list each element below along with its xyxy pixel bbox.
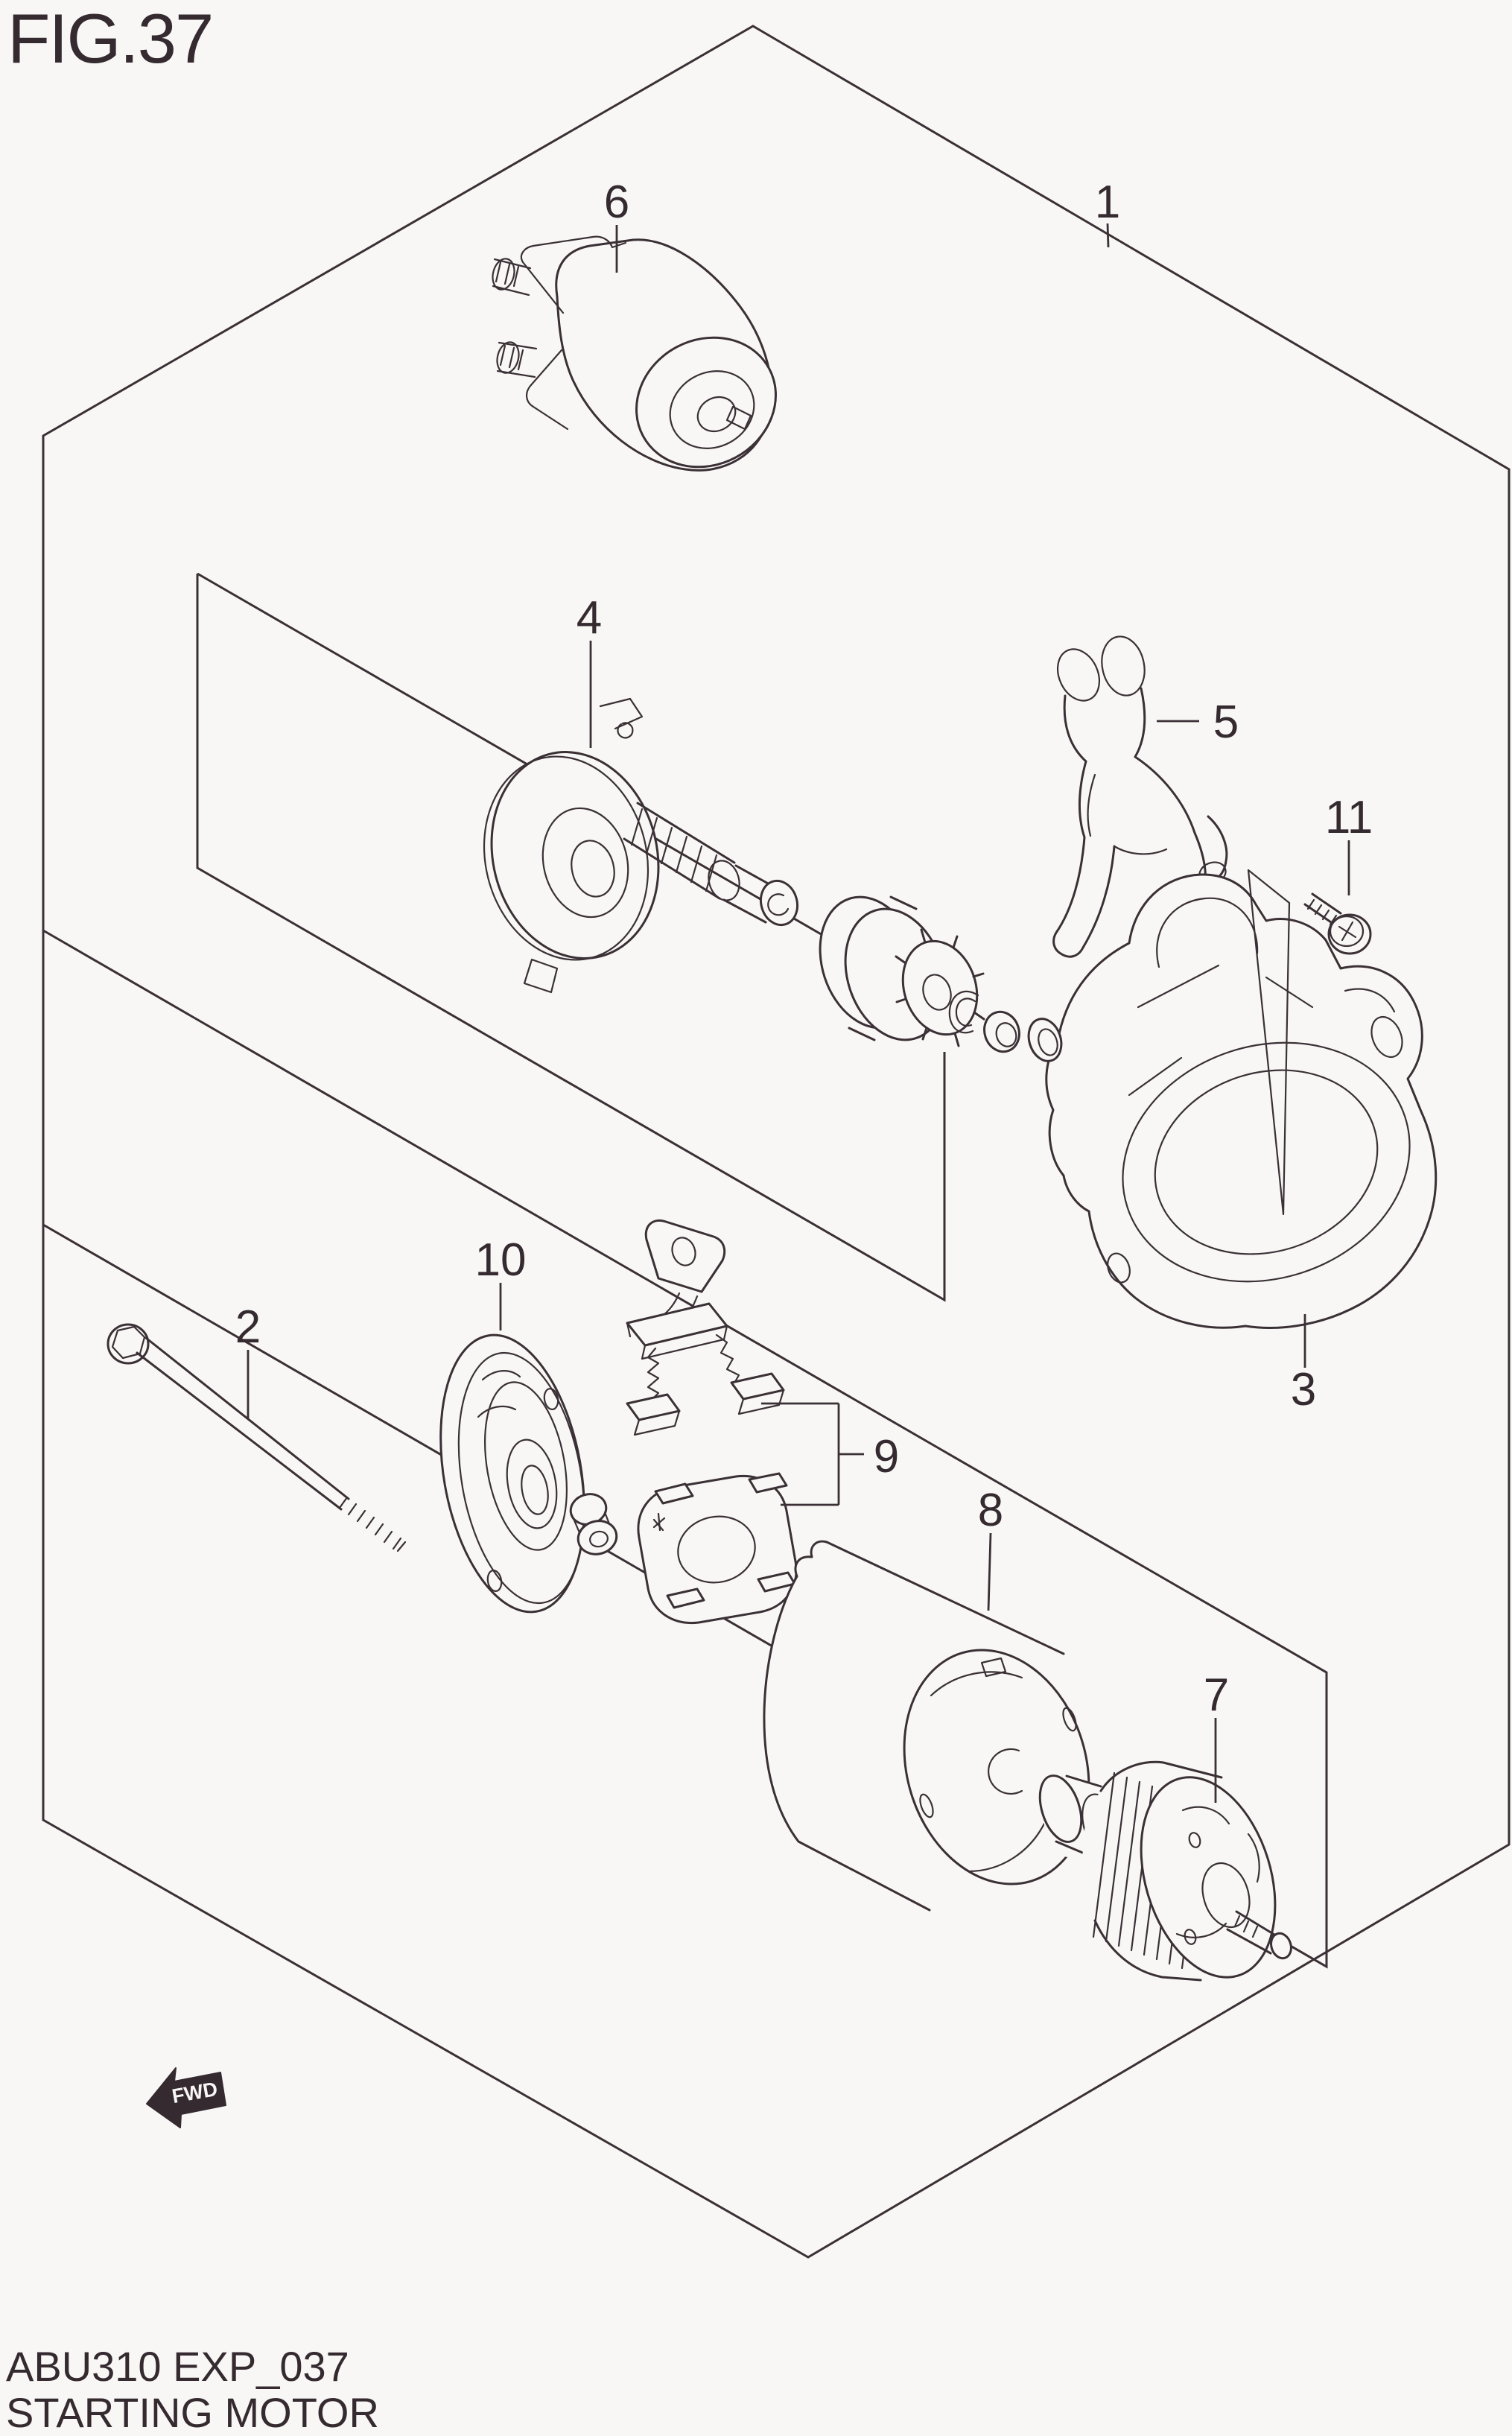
fwd-arrow: FWD xyxy=(146,2067,226,2128)
brush-set-drawing xyxy=(569,1219,798,1625)
through-bolt-drawing xyxy=(107,1323,407,1552)
callout-1: 1 xyxy=(1095,177,1120,228)
housing-drawing xyxy=(1027,869,1438,1329)
callout-10: 10 xyxy=(475,1234,527,1286)
end-plate-drawing xyxy=(439,1333,585,1614)
shift-fork-drawing xyxy=(1052,635,1228,958)
drive-assembly-drawing xyxy=(483,697,799,994)
callouts: 1 2 3 4 5 6 7 8 9 10 11 xyxy=(235,177,1373,1721)
footer-code: ABU310 EXP_037 xyxy=(6,2343,349,2390)
outer-border xyxy=(42,25,1511,2259)
callout-7: 7 xyxy=(1204,1669,1229,1721)
subassembly-box-1 xyxy=(196,572,946,1302)
fwd-arrow-icon xyxy=(146,2067,226,2128)
pinion-teeth xyxy=(895,928,985,1047)
solenoid-drawing xyxy=(492,235,777,472)
callout-5: 5 xyxy=(1213,697,1239,748)
callout-4: 4 xyxy=(576,592,602,644)
callout-9: 9 xyxy=(874,1431,899,1482)
leader-lines xyxy=(247,223,1350,1803)
callout-3: 3 xyxy=(1291,1364,1316,1415)
callout-6: 6 xyxy=(604,177,629,228)
armature-drawing xyxy=(1038,1760,1292,1982)
screw-drawing xyxy=(1303,892,1372,955)
yoke-drawing xyxy=(763,1540,1102,1915)
footer-title: STARTING MOTOR xyxy=(6,2389,379,2436)
figure-title: FIG.37 xyxy=(7,0,212,77)
callout-11: 11 xyxy=(1325,792,1373,843)
pinion-clutch-drawing xyxy=(819,895,1020,1053)
callout-8: 8 xyxy=(978,1485,1003,1536)
callout-2: 2 xyxy=(235,1301,261,1353)
